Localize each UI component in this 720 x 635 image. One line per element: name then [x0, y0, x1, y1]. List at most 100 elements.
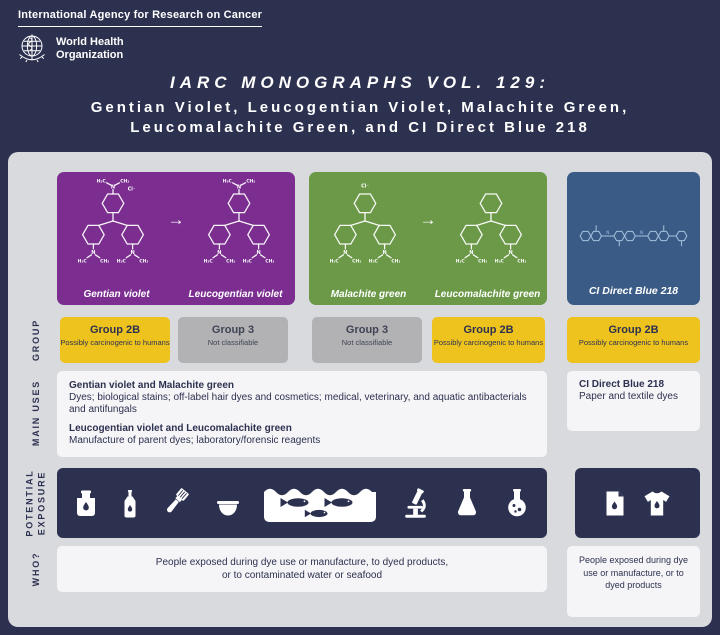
atom-label-h3c: H₃C: [223, 179, 233, 185]
ink-bottle-icon: [77, 490, 95, 516]
atom-label-h3c: H₃C: [495, 259, 505, 265]
who-name-line2: Organization: [56, 49, 124, 61]
conversion-arrow-icon: →: [167, 210, 185, 229]
monograph-subtitle-line1: Gentian Violet, Leucogentian Violet, Mal…: [90, 99, 630, 116]
atom-label-n: N: [91, 250, 95, 256]
row-label-potential: POTENTIAL: [24, 469, 35, 537]
atom-label-ch3: CH₃: [246, 179, 255, 185]
exposure-icons-box: [57, 468, 547, 538]
main-uses-title-ci-direct-blue: CI Direct Blue 218: [579, 379, 665, 390]
atom-label-h3c: H₃C: [456, 259, 466, 265]
malachite-green-structure: Cl⁻ N H₃C CH₃ N H₃C CH₃: [330, 184, 401, 265]
atom-label-ch3: CH₃: [478, 259, 487, 265]
fish-silhouette: [324, 498, 353, 507]
dye-bottle-icon: [124, 489, 136, 517]
ci-direct-blue-structure: N N: [579, 225, 688, 247]
leucogentian-violet-structure: N H₃C CH₃ N H₃C CH₃ N H₃C CH₃: [204, 179, 275, 265]
exposure-icons-box-ci-direct-blue: [575, 468, 700, 538]
group-label: Group 3: [345, 324, 389, 336]
atom-label-ch3: CH₃: [517, 259, 526, 265]
group-badge-leucomalachite-green: Group 2B Possibly carcinogenic to humans: [432, 317, 545, 363]
group-label: Group 2B: [608, 324, 659, 336]
atom-label-cl: Cl⁻: [128, 187, 136, 193]
atom-label-ch3: CH₃: [391, 259, 400, 265]
atom-label-n: N: [256, 250, 260, 256]
group-label: Group 2B: [463, 324, 514, 336]
atom-label-h3c: H₃C: [369, 259, 379, 265]
group-badge-ci-direct-blue: Group 2B Possibly carcinogenic to humans: [567, 317, 700, 363]
main-uses-box-ci-direct-blue: CI Direct Blue 218 Paper and textile dye…: [567, 371, 700, 431]
group-desc: Not classifiable: [207, 338, 259, 347]
atom-label-h3c: H₃C: [97, 179, 107, 185]
main-uses-desc-leuco: Manufacture of parent dyes; laboratory/f…: [69, 435, 321, 447]
dyed-paper-icon: [606, 491, 623, 515]
content-board: GROUP MAIN USES POTENTIAL EXPOSURE WHO? …: [8, 152, 712, 627]
atom-label-n: N: [111, 185, 115, 191]
atom-label-n: N: [217, 250, 221, 256]
main-uses-desc-ci-direct-blue: Paper and textile dyes: [579, 391, 678, 402]
erlenmeyer-flask-icon: [458, 489, 477, 516]
atom-label-h3c: H₃C: [117, 259, 127, 265]
fish-silhouette: [280, 498, 309, 507]
atom-label-ch3: CH₃: [120, 179, 129, 185]
atom-label-h3c: H₃C: [243, 259, 253, 265]
dyed-shirt-icon: [644, 491, 669, 515]
atom-label-ch3: CH₃: [352, 259, 361, 265]
conversion-arrow-icon: →: [419, 210, 437, 229]
row-label-potential-exposure: POTENTIAL EXPOSURE: [24, 469, 47, 536]
atom-label-n: N: [508, 250, 512, 256]
atom-label-h3c: H₃C: [330, 259, 340, 265]
atom-label-n: N: [382, 250, 386, 256]
structure-label-malachite-green: Malachite green: [330, 289, 407, 300]
row-label-main-uses: MAIN USES: [31, 379, 41, 447]
monograph-title: IARC MONOGRAPHS VOL. 129:: [169, 73, 551, 92]
structure-label-leucogentian-violet: Leucogentian violet: [188, 289, 283, 300]
structure-label-leucomalachite-green: Leucomalachite green: [434, 289, 541, 300]
structure-label-ci-direct-blue: CI Direct Blue 218: [588, 285, 679, 297]
malachite-green-panel: Cl⁻ N H₃C CH₃ N H₃C CH₃ → N H₃C: [309, 172, 547, 305]
fish-in-water-icon: [264, 488, 377, 522]
who-exposed-line1: People exposed during dye use or manufac…: [155, 557, 449, 568]
atom-label-n: N: [640, 230, 643, 235]
gentian-violet-panel: N H₃C CH₃ Cl⁻ N H₃C CH₃ N H₃C CH₃ →: [57, 172, 295, 305]
atom-label-ch3: CH₃: [226, 259, 235, 265]
atom-label-h3c: H₃C: [78, 259, 88, 265]
agency-title: International Agency for Research on Can…: [18, 9, 263, 27]
main-uses-title-dyes: Gentian violet and Malachite green: [69, 380, 235, 391]
who-logo-block: World Health Organization: [15, 32, 124, 66]
atom-label-n: N: [237, 185, 241, 191]
who-name-line1: World Health: [56, 36, 124, 49]
group-label: Group 3: [211, 324, 255, 336]
atom-label-ch3: CH₃: [265, 259, 274, 265]
gentian-violet-structure: N H₃C CH₃ Cl⁻ N H₃C CH₃ N H₃C CH₃: [78, 179, 149, 265]
atom-label-ch3: CH₃: [100, 259, 109, 265]
atom-label-h3c: H₃C: [204, 259, 214, 265]
structure-label-gentian-violet: Gentian violet: [83, 289, 150, 300]
group-desc: Not classifiable: [341, 338, 393, 347]
main-uses-title-leuco: Leucogentian violet and Leucomalachite g…: [69, 423, 292, 435]
ci-direct-blue-panel: N N CI Direct Blue 218: [567, 172, 700, 305]
atom-label-ch3: CH₃: [139, 259, 148, 265]
group-desc: Possibly carcinogenic to humans: [578, 338, 689, 347]
round-flask-icon: [508, 489, 526, 517]
atom-label-n: N: [130, 250, 134, 256]
monograph-subtitle-line2: Leucomalachite Green, and CI Direct Blue…: [130, 119, 590, 136]
who-exposed-line2: or to contaminated water or seafood: [221, 570, 383, 581]
microscope-icon: [405, 487, 427, 518]
who-name: World Health Organization: [56, 36, 124, 62]
group-badge-malachite-green: Group 3 Not classifiable: [312, 317, 422, 363]
group-desc: Possibly carcinogenic to humans: [60, 338, 170, 347]
group-desc: Possibly carcinogenic to humans: [433, 338, 544, 347]
atom-label-n: N: [606, 230, 609, 235]
row-label-exposure: EXPOSURE: [36, 470, 46, 536]
who-logo-icon: [19, 34, 45, 63]
atom-label-n: N: [343, 250, 347, 256]
leucomalachite-green-structure: N H₃C CH₃ N H₃C CH₃: [456, 193, 526, 265]
main-uses-desc-dyes: Dyes; biological stains; off-label hair …: [69, 392, 527, 416]
who-exposed-box-ci-direct-blue: People exposed during dye use or manufac…: [567, 546, 700, 617]
group-label: Group 2B: [89, 324, 141, 336]
atom-label-n: N: [469, 250, 473, 256]
who-exposed-box: People exposed during dye use or manufac…: [57, 546, 547, 592]
atom-label-cl: Cl⁻: [361, 184, 369, 190]
